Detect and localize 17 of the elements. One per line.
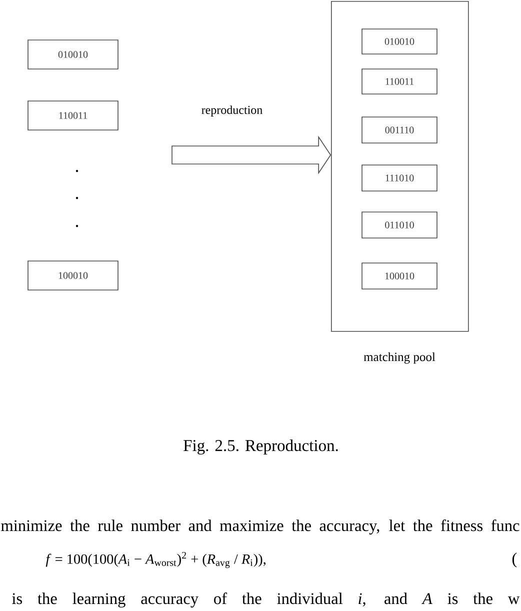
equation-number: (: [512, 552, 517, 568]
body-text: minimize the rule number and maximize the accuracy, let the fitness func: [1, 520, 520, 534]
equation: f = 100(100(A$_{i}$ − A$_{worst}$)$^{2}$ + (R$_{avg}$ / R$_{i}$)),: [46, 552, 266, 568]
bit-string-box: 011010: [362, 212, 438, 238]
bit-string-box: 111010: [362, 164, 438, 192]
block-arrow: [172, 136, 332, 174]
figure-caption: Fig. 2.5. Reproduction.: [184, 440, 338, 454]
box-caption: matching pool: [364, 352, 436, 364]
body-text: is the learning accuracy of the individual i, and A is the w: [12, 592, 520, 608]
bit-string-box: 100010: [28, 260, 118, 290]
bit-string-box: 010010: [362, 28, 438, 54]
edge-label: reproduction: [200, 104, 264, 118]
bit-string-box: 110011: [362, 68, 438, 94]
bit-string-box: 110011: [28, 100, 118, 130]
bit-string-box: 001110: [362, 116, 438, 144]
bit-string-box: 100010: [362, 262, 438, 290]
bit-string-box: 010010: [28, 40, 118, 70]
